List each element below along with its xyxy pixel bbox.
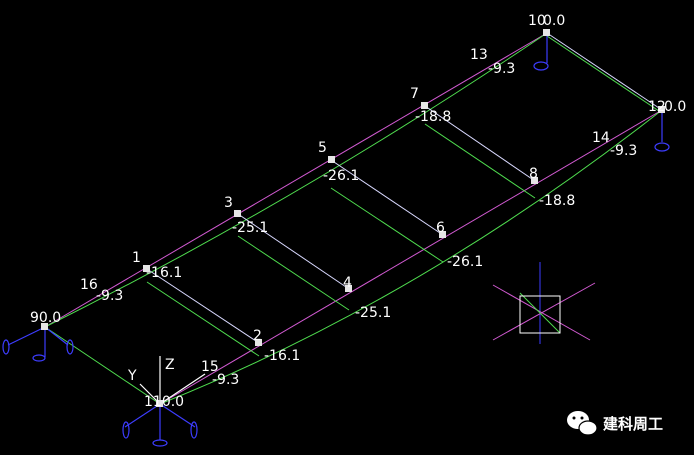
axis-label-y: Y [127, 368, 137, 384]
node-value-14: -9.3 [610, 143, 637, 159]
axis-label-z: Z [165, 357, 175, 373]
node-label-4: 4 [343, 275, 352, 291]
node-marker-7[interactable] [421, 102, 428, 109]
node-marker-9[interactable] [41, 323, 48, 330]
inner-beam-d [424, 123, 536, 199]
node-label-2: 2 [253, 328, 262, 344]
node-label-12: 12 [648, 99, 666, 115]
view-cube-box [519, 295, 561, 334]
top-arch-left [44, 32, 548, 328]
inner-beam-c [330, 187, 444, 263]
node-value-12: 0.0 [664, 99, 686, 115]
end-beam-left [44, 326, 161, 405]
node-label-16: 16 [80, 277, 98, 293]
node-marker-2[interactable] [255, 339, 262, 346]
node-markers [41, 29, 665, 407]
node-marker-12[interactable] [658, 106, 665, 113]
node-value-1: -16.1 [146, 265, 182, 281]
node-label-10: 10 [528, 13, 546, 29]
node-value-11: 110.0 [144, 394, 184, 410]
cross-beam-5-6 [330, 159, 444, 236]
node-label-8: 8 [529, 166, 538, 182]
node-label-1: 1 [132, 250, 141, 266]
node-label-15: 15 [201, 359, 219, 375]
view-axis-diag-2 [492, 282, 596, 341]
node-label-5: 5 [318, 140, 327, 156]
node-value-6: -26.1 [447, 254, 483, 270]
support-node-11 [122, 356, 206, 447]
supports [2, 33, 670, 447]
node-marker-6[interactable] [439, 231, 446, 238]
node-value-8: -18.8 [539, 193, 575, 209]
node-value-2: -16.1 [264, 348, 300, 364]
node-marker-1[interactable] [143, 265, 150, 272]
inner-beam-a [146, 281, 260, 357]
top-chord-left [44, 32, 548, 328]
node-value-7: -18.8 [415, 109, 451, 125]
node-value-5: -26.1 [323, 168, 359, 184]
view-cube-indicator[interactable] [492, 262, 596, 344]
support-node-10 [533, 33, 549, 71]
watermark: 建科周工 [567, 411, 663, 436]
node-value-10: 0.0 [543, 13, 565, 29]
node-value-3: -25.1 [232, 220, 268, 236]
node-label-13: 13 [470, 47, 488, 63]
node-value-9: 90.0 [30, 310, 61, 326]
bottom-arch-right [159, 109, 663, 405]
node-marker-10[interactable] [543, 29, 550, 36]
node-label-3: 3 [224, 195, 233, 211]
cross-beam-7-8 [424, 105, 536, 182]
node-value-4: -25.1 [355, 305, 391, 321]
node-value-16: -9.3 [96, 288, 123, 304]
inner-beam-b [237, 235, 350, 311]
node-labels: 1 2 3 4 5 6 7 8 10 12 13 14 15 16 [80, 13, 666, 375]
node-label-7: 7 [410, 86, 419, 102]
value-labels: -16.1 -16.1 -25.1 -25.1 -26.1 -26.1 -18.… [30, 13, 686, 410]
support-node-12 [654, 110, 670, 152]
node-marker-4[interactable] [345, 285, 352, 292]
end-beam-right [546, 32, 663, 111]
cross-beam-3-4 [237, 213, 350, 290]
watermark-text: 建科周工 [603, 415, 663, 433]
node-value-15: -9.3 [212, 372, 239, 388]
beam-lines [44, 32, 663, 405]
support-node-9 [2, 326, 74, 362]
wechat-icon [567, 411, 598, 436]
node-marker-5[interactable] [328, 156, 335, 163]
node-label-14: 14 [592, 130, 610, 146]
node-marker-8[interactable] [531, 177, 538, 184]
cross-beam-1-2 [146, 268, 260, 344]
end-beam-right-2 [546, 35, 663, 114]
bottom-chord-right [159, 109, 663, 405]
node-value-13: -9.3 [488, 61, 515, 77]
view-axis-green [519, 292, 561, 334]
node-marker-11[interactable] [156, 400, 163, 407]
node-marker-3[interactable] [234, 210, 241, 217]
node-label-6: 6 [436, 220, 445, 236]
